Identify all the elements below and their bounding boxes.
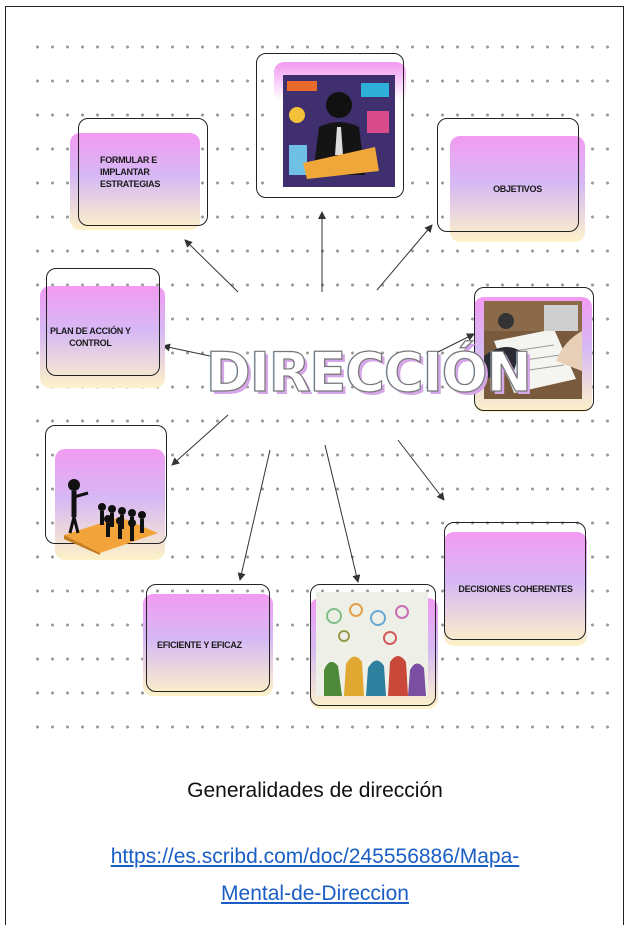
executive-at-desk-icon [283,75,395,187]
people-with-ideas-icon [316,592,428,696]
node-objetivos: OBJETIVOS [437,118,587,242]
node-plan-accion-control: PLAN DE ACCIÓN Y CONTROL [40,268,165,388]
arrow-to-formular [184,239,239,293]
arrow-to-leader [171,414,229,466]
center-title-direccion: DIRECCIÓN [205,340,532,404]
business-desk-photo-icon [484,301,582,399]
desk-photo-node [474,287,596,412]
decisiones-label: DECISIONES COHERENTES [458,584,573,594]
eficiente-label: EFICIENTE Y EFICAZ [157,640,242,650]
leader-and-team-icon [64,479,158,555]
figure-caption: Generalidades de dirección [187,779,443,802]
ideas-image-node [310,584,440,709]
executive-image-node [256,53,408,198]
source-link[interactable]: https://es.scribd.com/doc/245556886/Mapa… [110,845,520,905]
node-eficiente-eficaz: EFICIENTE Y EFICAZ [143,584,275,696]
leader-team-node [45,425,170,560]
plan-label: PLAN DE ACCIÓN Y CONTROL [50,326,131,348]
objetivos-label: OBJETIVOS [493,184,542,194]
node-formular-estrategias: FORMULAR E IMPLANTAR ESTRATEGIAS [70,118,210,230]
formular-label: FORMULAR E IMPLANTAR ESTRATEGIAS [100,155,161,189]
arrow-to-ideas [324,444,361,583]
arrow-to-objetivos [376,224,433,291]
arrow-to-decisiones [397,439,445,501]
arrow-to-eficiente [237,449,271,581]
node-decisiones-coherentes: DECISIONES COHERENTES [444,522,587,646]
arrow-to-desk-photo [429,333,475,357]
arrow-to-plan [162,343,211,357]
